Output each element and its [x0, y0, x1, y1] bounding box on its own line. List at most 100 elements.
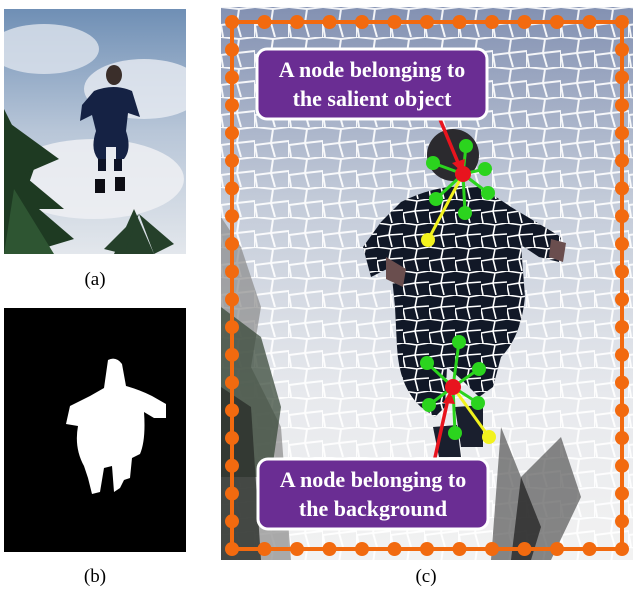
boundary-node [225, 209, 239, 224]
boundary-node [322, 542, 337, 556]
caption-c: (c) [415, 566, 437, 587]
boundary-node [615, 431, 629, 446]
callout-salient-line1: A node belonging to [279, 57, 465, 82]
callout-background-line1: A node belonging to [280, 467, 466, 492]
neighbor-node [478, 162, 492, 176]
boundary-node [485, 542, 499, 556]
saliency-mask [4, 308, 186, 552]
boundary-node [615, 236, 629, 251]
neighbor-node [448, 426, 462, 440]
neighbor-node [426, 156, 440, 170]
boundary-node [420, 15, 434, 29]
boundary-node [355, 15, 369, 29]
neighbor-node [429, 192, 443, 206]
boundary-node [225, 375, 239, 390]
boundary-node [257, 15, 272, 29]
mask-silhouette [66, 358, 166, 494]
palm-tree-right [104, 209, 174, 254]
neighbor-node [458, 206, 472, 220]
boundary-node [225, 347, 239, 362]
boundary-node [615, 292, 629, 307]
neighbor-node [452, 335, 466, 349]
boundary-node [485, 15, 499, 29]
boundary-node [290, 15, 304, 29]
superpixel-graph: A node belonging to the salient object A… [221, 7, 633, 560]
boundary-node [225, 486, 239, 501]
boundary-node [582, 542, 597, 556]
boundary-node [615, 458, 629, 473]
boundary-node [225, 15, 239, 29]
graph-panel-c: A node belonging to the salient object A… [221, 7, 633, 560]
neighbor-node [472, 362, 486, 376]
boundary-node [225, 42, 239, 57]
boundary-node [615, 153, 629, 168]
boundary-node [615, 403, 629, 418]
boundary-node [615, 209, 629, 224]
background-node-graph [420, 335, 496, 444]
background-node [445, 379, 461, 395]
boundary-node [615, 125, 629, 140]
neighbor-node [471, 396, 485, 410]
neighbor-node [422, 398, 436, 412]
boundary-node [225, 264, 239, 279]
boundary-node [615, 15, 629, 29]
boundary-node [615, 347, 629, 362]
boundary-node [322, 15, 337, 29]
boundary-node [420, 542, 434, 556]
boundary-node [582, 15, 597, 29]
boundary-node [550, 542, 564, 556]
mask-panel-b [4, 308, 186, 552]
boundary-node [225, 236, 239, 251]
boundary-node [452, 542, 467, 556]
callout-arrows [432, 116, 465, 463]
veg-right [491, 427, 581, 560]
boundary-node [452, 15, 467, 29]
neighbor-node [420, 356, 434, 370]
boundary-node [257, 542, 272, 556]
boundary-node [225, 514, 239, 529]
salient-node [455, 166, 471, 182]
boundary-node [355, 542, 369, 556]
boundary-node [550, 15, 564, 29]
boundary-node [225, 181, 239, 196]
boundary-node [225, 153, 239, 168]
boundary-node [615, 375, 629, 390]
boundary-node [225, 98, 239, 113]
boundary-node [225, 403, 239, 418]
callout-background: A node belonging to the background [256, 457, 490, 531]
boundary-node [290, 542, 304, 556]
caption-a: (a) [84, 269, 106, 290]
boundary-node [615, 42, 629, 57]
boundary-node [387, 15, 402, 29]
boundary-node [225, 458, 239, 473]
person-superpixels [363, 129, 566, 457]
palm-tree-left [4, 109, 74, 254]
boundary-node [387, 542, 402, 556]
photo-jumping-man [4, 9, 186, 254]
boundary-node [225, 431, 239, 446]
boundary-node [615, 264, 629, 279]
man-silhouette [80, 65, 140, 193]
neighbor-node [481, 186, 495, 200]
boundary-node [225, 70, 239, 85]
boundary-node [615, 514, 629, 529]
photo-panel-a [4, 9, 186, 254]
callout-salient-line2: the salient object [293, 86, 453, 111]
boundary-node [615, 181, 629, 196]
boundary-node [615, 486, 629, 501]
boundary-node [615, 98, 629, 113]
neighbor-node [459, 139, 473, 153]
boundary-node [615, 542, 629, 556]
caption-b: (b) [83, 566, 107, 587]
boundary-node [225, 125, 239, 140]
callout-background-line2: the background [299, 496, 447, 521]
boundary-node [225, 292, 239, 307]
far-neighbor-node [482, 430, 496, 444]
boundary-node [615, 70, 629, 85]
callout-salient: A node belonging to the salient object [255, 47, 489, 121]
boundary-nodes [225, 15, 629, 556]
boundary-node [517, 542, 532, 556]
boundary-node [225, 542, 239, 556]
boundary-node [225, 320, 239, 335]
boundary-node [615, 320, 629, 335]
